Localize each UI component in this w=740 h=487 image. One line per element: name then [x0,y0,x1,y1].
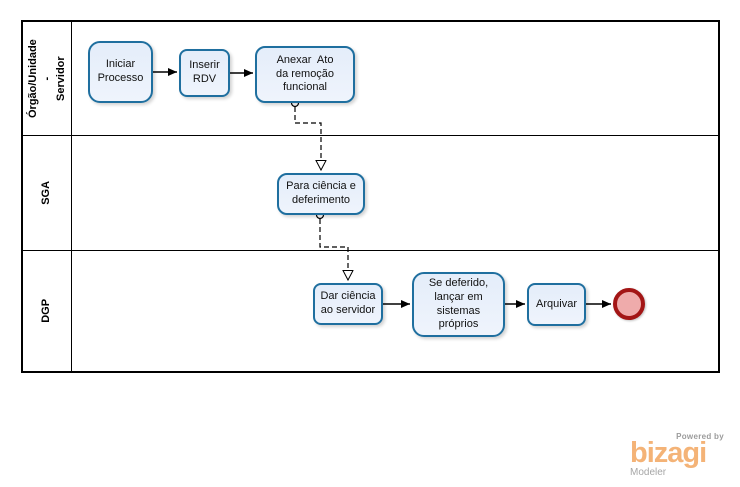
lane-divider [23,250,718,251]
task-se-deferido-lancar: Se deferido, lançar em sistemas próprios [412,272,505,337]
task-dar-ciencia-servidor: Dar ciência ao servidor [313,283,383,325]
end-event-icon [613,288,645,320]
lane-header-sga: SGA [23,136,71,250]
lane-divider [23,135,718,136]
bizagi-branding: Powered by bizagi Modeler [630,432,724,478]
task-label: Iniciar Processo [97,58,144,84]
bizagi-logo: bizagi [630,437,707,469]
task-arquivar: Arquivar [527,283,586,326]
lane-header-orgao-unidade-servidor: Órgão/Unidade - Servidor [23,22,71,135]
lane-header-separator [71,22,72,371]
task-label: Arquivar [536,297,577,310]
task-inserir-rdv: Inserir RDV [179,49,230,97]
modeler-text: Modeler [630,466,667,478]
lane-label: Órgão/Unidade - Servidor [26,39,66,118]
task-label: Anexar Ato da remoção funcional [275,53,335,94]
lane-label: SGA [40,181,53,205]
task-para-ciencia-deferimento: Para ciência e deferimento [277,173,365,215]
task-label: Para ciência e deferimento [286,180,356,206]
lane-header-dgp: DGP [23,251,71,371]
task-anexar-ato-remocao: Anexar Ato da remoção funcional [255,46,355,103]
powered-by-text: Powered by [676,432,724,441]
task-label: Inserir RDV [189,59,220,85]
task-label: Dar ciência ao servidor [320,290,376,316]
task-label: Se deferido, lançar em sistemas próprios [428,277,489,331]
task-iniciar-processo: Iniciar Processo [88,41,153,103]
lane-label: DGP [40,299,53,323]
